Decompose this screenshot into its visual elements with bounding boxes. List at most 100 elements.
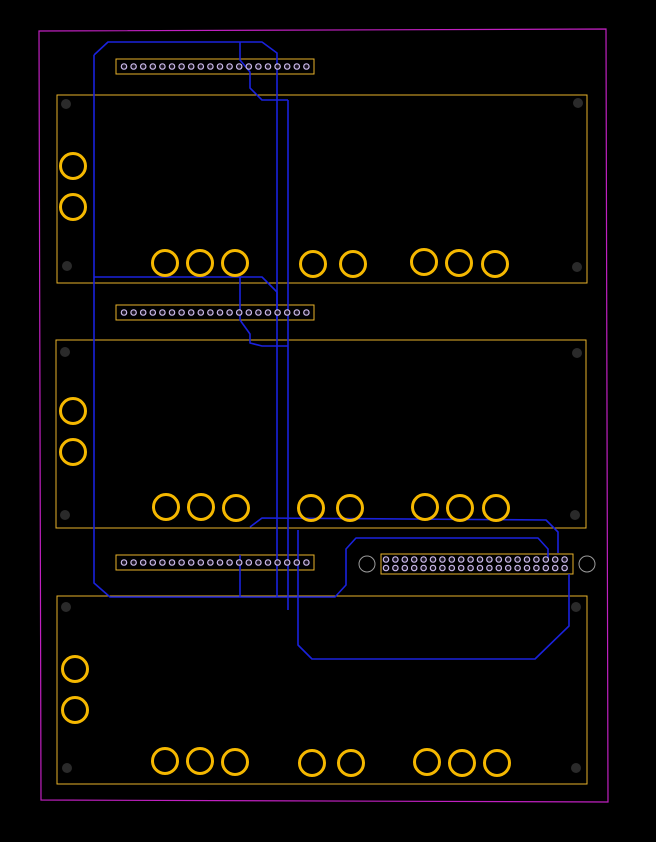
header-pin	[551, 556, 559, 563]
side-pad	[59, 397, 87, 425]
header-pin	[293, 63, 301, 70]
header-pin	[139, 63, 147, 70]
header-pin	[130, 309, 137, 316]
mounting-hole	[61, 99, 71, 109]
header-pin	[178, 559, 185, 566]
bottom-pad	[221, 249, 249, 277]
header-pin	[551, 564, 559, 572]
trace-mid-loop	[94, 276, 278, 320]
header-pin	[283, 309, 291, 316]
header-pin	[401, 564, 409, 572]
header-pin	[159, 309, 166, 316]
header-pin	[429, 556, 437, 563]
bottom-pad	[151, 249, 179, 277]
header-pin	[255, 559, 262, 566]
header-pin	[561, 564, 568, 572]
module-outline-1	[56, 94, 588, 284]
header-pin	[523, 564, 531, 572]
bottom-pad	[339, 250, 367, 278]
mounting-hole	[571, 763, 581, 773]
header-pin	[159, 63, 166, 70]
header-pin	[168, 63, 176, 70]
header-pin	[293, 309, 301, 316]
bottom-pad	[221, 748, 249, 776]
header-pin	[476, 564, 484, 572]
header-pin	[561, 556, 568, 563]
header-pin	[439, 556, 446, 563]
header-pin	[264, 309, 272, 316]
header-pin	[264, 559, 272, 566]
bottom-pad	[297, 494, 325, 522]
trace-lower-loop	[297, 530, 570, 660]
header-pin	[283, 63, 291, 70]
header-pin	[486, 564, 493, 572]
header-pin	[255, 63, 262, 70]
bottom-pad	[298, 749, 326, 777]
header-pin	[207, 309, 214, 316]
bottom-pad	[446, 494, 474, 522]
header-pin	[274, 309, 281, 316]
bottom-pad	[152, 493, 180, 521]
header-pin	[255, 309, 262, 316]
header-pin	[226, 309, 233, 316]
header-pin	[533, 564, 540, 572]
header-pin	[410, 564, 418, 572]
header-pin	[139, 559, 147, 566]
header-pin	[467, 556, 474, 563]
header-pin	[168, 559, 176, 566]
header-pin	[207, 559, 214, 566]
header-pin	[120, 559, 128, 566]
mounting-hole	[61, 602, 71, 612]
header-pin	[216, 559, 224, 566]
mounting-hole	[60, 347, 70, 357]
bottom-pad	[187, 493, 215, 521]
header-pin	[149, 63, 157, 70]
side-pad	[59, 152, 87, 180]
header-pin	[216, 63, 224, 70]
header-pin	[467, 564, 474, 572]
side-pad	[61, 696, 89, 724]
header-pin	[120, 63, 128, 70]
header-pin	[283, 559, 291, 566]
bottom-pad	[186, 249, 214, 277]
connector-mount-hole-left	[358, 555, 376, 573]
header-pin	[226, 63, 233, 70]
trace-left-rail	[93, 55, 549, 598]
bottom-pad	[448, 749, 476, 777]
header-pin	[274, 63, 281, 70]
header-pin	[159, 559, 166, 566]
header-pin	[457, 556, 465, 563]
header-pins	[120, 63, 568, 572]
header-pin	[274, 559, 281, 566]
header-pin	[439, 564, 446, 572]
header-pin	[178, 309, 185, 316]
header-pin	[303, 309, 310, 316]
connector-mount-hole-right	[578, 555, 596, 573]
bottom-pad	[410, 248, 438, 276]
header-pin	[139, 309, 147, 316]
header-pin	[197, 309, 205, 316]
bottom-pad	[481, 250, 509, 278]
header-pin	[448, 564, 456, 572]
side-pad	[59, 193, 87, 221]
bottom-pad	[482, 494, 510, 522]
module-outline-2	[55, 339, 587, 529]
header-pin	[523, 556, 531, 563]
bottom-pad	[445, 249, 473, 277]
mounting-hole	[60, 510, 70, 520]
mounting-hole	[62, 763, 72, 773]
header-pin	[542, 564, 550, 572]
header-pin	[392, 564, 399, 572]
header-pin	[178, 63, 185, 70]
header-pin	[207, 63, 214, 70]
mounting-hole	[62, 261, 72, 271]
header-pin	[245, 559, 253, 566]
header-pin	[187, 559, 195, 566]
copper-traces	[93, 41, 570, 660]
header-pin	[495, 556, 503, 563]
header-pin	[130, 559, 137, 566]
header-pin	[429, 564, 437, 572]
header-pin	[410, 556, 418, 563]
